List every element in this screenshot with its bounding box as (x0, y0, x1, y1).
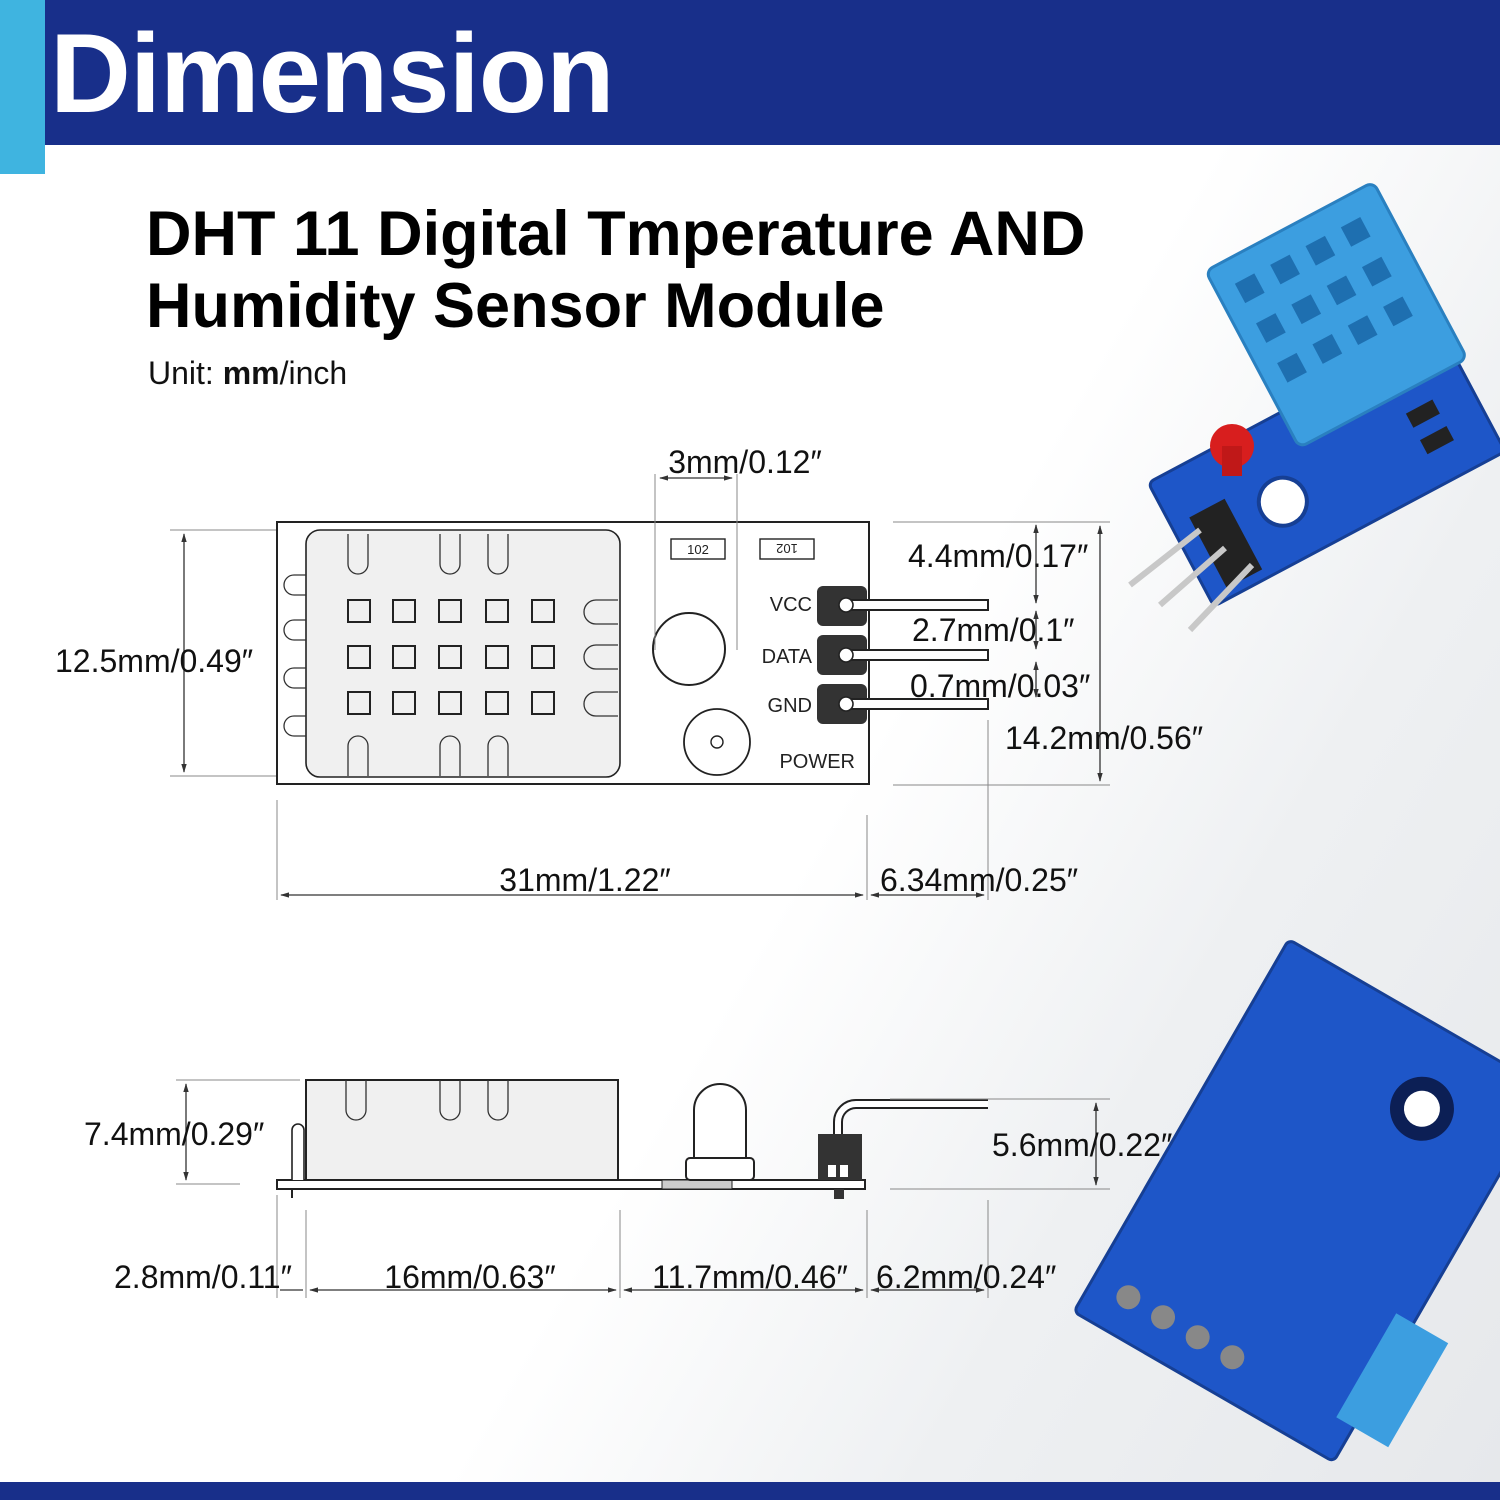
pin-header (817, 586, 989, 724)
dim-sensor-length: 16mm/0.63″ (384, 1259, 555, 1295)
mounting-hole (1256, 475, 1309, 528)
dim-pin-length: 6.34mm/0.25″ (880, 862, 1078, 898)
pin-header-photo (1189, 498, 1263, 589)
page-title: Dimension (50, 11, 615, 136)
pin-label-gnd: GND (768, 695, 812, 717)
dim-header-height: 5.6mm/0.22″ (992, 1127, 1172, 1163)
resistor-label-2: 102 (776, 541, 798, 556)
dim-led-section: 11.7mm/0.46″ (652, 1259, 848, 1295)
dim-edge-offset: 2.8mm/0.11″ (114, 1259, 292, 1295)
dim-pin-width: 0.7mm/0.03″ (910, 668, 1090, 704)
dim-sensor-height: 7.4mm/0.29″ (84, 1116, 264, 1152)
header-bar (0, 0, 1500, 145)
header-accent (0, 0, 45, 174)
resistor-1 (670, 538, 726, 560)
product-photo-bottom (1074, 940, 1500, 1462)
footer-bar (0, 1482, 1500, 1500)
dim-pin-spacing-top: 3mm/0.12″ (668, 444, 822, 480)
pcb-side (276, 1179, 866, 1190)
resistor-2 (759, 538, 815, 560)
dht11-sensor-photo (1206, 183, 1466, 447)
product-photo-top (1128, 183, 1500, 633)
dim-pin-pitch: 4.4mm/0.17″ (908, 538, 1088, 574)
dim-pin-gap: 2.7mm/0.1″ (912, 612, 1075, 648)
product-title-line-2: Humidity Sensor Module (146, 271, 885, 341)
power-label: POWER (779, 751, 855, 773)
resistor-label-1: 102 (687, 542, 709, 557)
product-title: DHT 11 Digital Tmperature AND Humidity S… (146, 198, 1246, 342)
top-view: 102 102 VCC DATA GND POWER (55, 444, 1203, 900)
led-side (685, 1083, 755, 1181)
unit-label: Unit: (148, 355, 223, 391)
dim-pin-overhang: 6.2mm/0.24″ (876, 1259, 1056, 1295)
dim-board-length: 31mm/1.22″ (499, 862, 670, 898)
pin-label-data: DATA (762, 646, 813, 668)
unit-mm: mm (222, 355, 280, 391)
dim-total-height: 14.2mm/0.56″ (1005, 720, 1203, 756)
side-view: 7.4mm/0.29″ 5.6mm/0.22″ 2.8mm/0.11″ 16mm… (84, 1079, 1172, 1298)
vent-grid (347, 599, 555, 715)
product-title-line-1: DHT 11 Digital Tmperature AND (146, 199, 1086, 269)
unit-line: Unit: mm/inch (148, 355, 347, 392)
pin-label-vcc: VCC (770, 594, 812, 616)
sensor-body-side (305, 1079, 619, 1181)
dim-height-left: 12.5mm/0.49″ (55, 643, 253, 679)
mounting-hole-drawing (652, 612, 726, 686)
sensor-body (305, 529, 621, 778)
pin-header-side (818, 1099, 988, 1199)
unit-rest: /inch (279, 355, 348, 391)
